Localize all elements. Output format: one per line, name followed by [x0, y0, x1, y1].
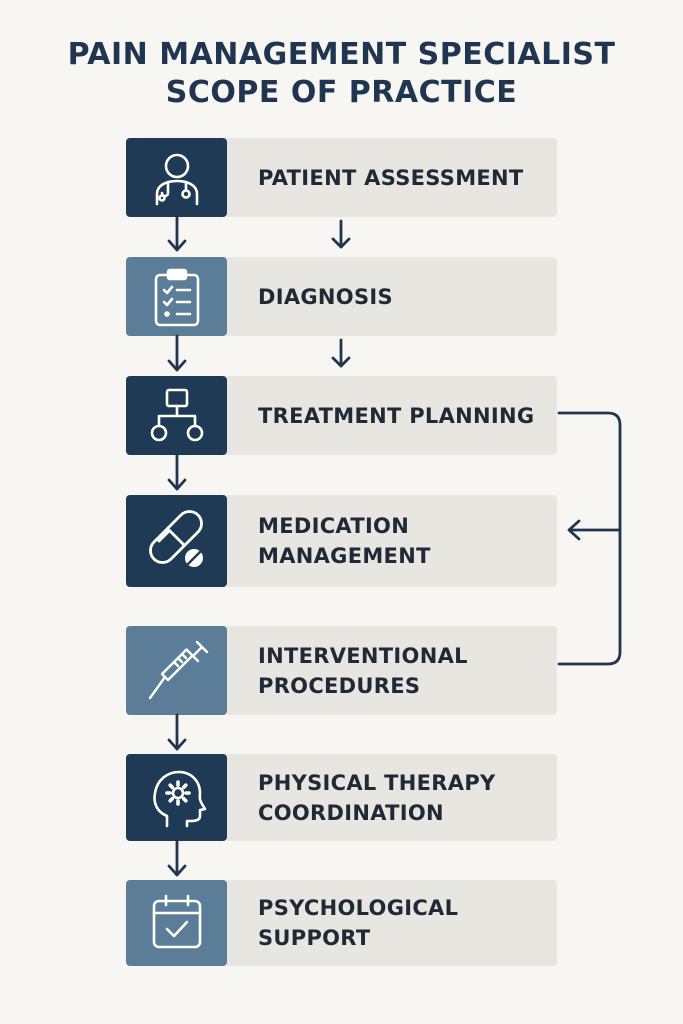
clipboard-checklist-icon	[154, 268, 199, 326]
step-label: TREATMENT PLANNING	[258, 403, 535, 428]
step-label: PHYSICAL THERAPY COORDINATION	[258, 770, 496, 825]
syringe-icon	[148, 640, 208, 699]
step-label-box: DIAGNOSIS	[227, 257, 557, 336]
step-label-box: INTERVENTIONAL PROCEDURES	[227, 626, 557, 715]
step-label: MEDICATION MANAGEMENT	[258, 514, 431, 568]
page-title: PAIN MANAGEMENT SPECIALIST SCOPE OF PRAC…	[0, 36, 683, 112]
arrow-down-icon	[167, 453, 187, 491]
step-icon-box	[126, 880, 227, 966]
head-gear-icon	[152, 770, 206, 827]
flowchart-icon	[150, 388, 203, 441]
arrow-down-icon	[331, 219, 351, 249]
arrow-down-icon	[167, 713, 187, 751]
step-label: INTERVENTIONAL PROCEDURES	[258, 643, 468, 698]
step-label-box: PATIENT ASSESSMENT	[227, 138, 557, 217]
arrow-down-icon	[167, 215, 187, 252]
arrow-down-icon	[331, 338, 351, 368]
calendar-check-icon	[152, 894, 201, 949]
step-icon-box	[126, 257, 227, 336]
step-label: PSYCHOLOGICAL SUPPORT	[258, 896, 459, 950]
step-label-box: TREATMENT PLANNING	[227, 376, 557, 455]
step-label-box: MEDICATION MANAGEMENT	[227, 495, 557, 587]
arrow-down-icon	[167, 334, 187, 372]
step-icon-box	[126, 754, 227, 841]
step-label-box: PSYCHOLOGICAL SUPPORT	[227, 880, 557, 966]
step-icon-box	[126, 138, 227, 217]
capsule-pill-icon	[148, 510, 203, 567]
doctor-stethoscope-icon	[155, 153, 198, 205]
step-label-box: PHYSICAL THERAPY COORDINATION	[227, 754, 557, 841]
step-label: PATIENT ASSESSMENT	[258, 165, 524, 190]
title-line-2: SCOPE OF PRACTICE	[165, 75, 518, 110]
step-icon-box	[126, 626, 227, 715]
step-label: DIAGNOSIS	[258, 284, 393, 309]
feedback-loop-arrow-icon	[557, 411, 622, 666]
step-icon-box	[126, 376, 227, 455]
step-icon-box	[126, 495, 227, 587]
title-line-1: PAIN MANAGEMENT SPECIALIST	[67, 37, 616, 72]
arrow-down-icon	[167, 839, 187, 877]
